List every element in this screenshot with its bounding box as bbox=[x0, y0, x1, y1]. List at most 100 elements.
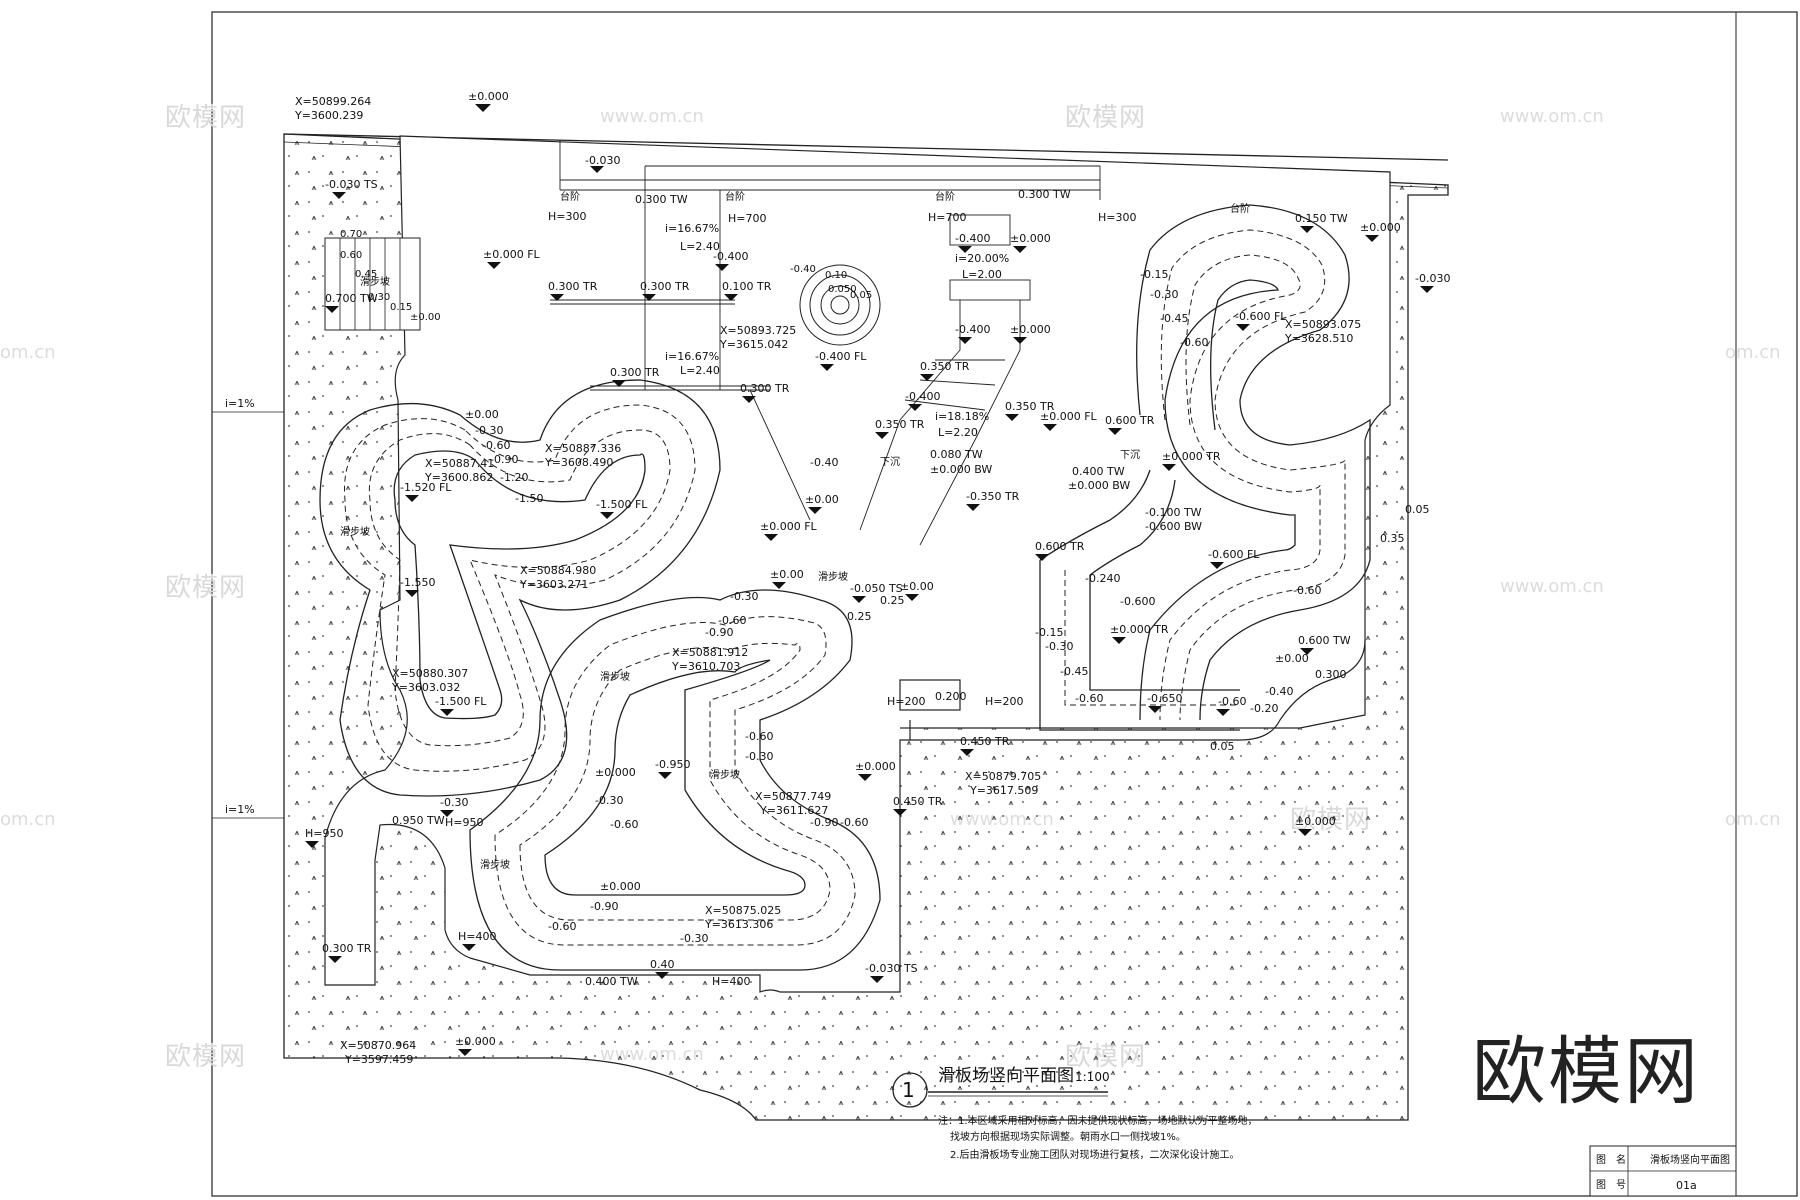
svg-text:下沉: 下沉 bbox=[880, 455, 900, 468]
svg-text:X=50884.980: X=50884.980 bbox=[520, 564, 596, 577]
svg-text:i=20.00%: i=20.00% bbox=[955, 252, 1009, 265]
right-snake-track bbox=[1039, 204, 1371, 731]
svg-text:H=300: H=300 bbox=[1098, 211, 1136, 224]
svg-text:±0.000 TR: ±0.000 TR bbox=[1110, 623, 1169, 636]
svg-text:台阶: 台阶 bbox=[725, 190, 745, 203]
svg-text:-0.30: -0.30 bbox=[680, 932, 708, 945]
svg-text:-0.240: -0.240 bbox=[1085, 572, 1120, 585]
svg-text:滑板场竖向平面图: 滑板场竖向平面图 bbox=[938, 1066, 1074, 1086]
svg-text:±0.000: ±0.000 bbox=[600, 880, 641, 893]
svg-text:0.300 TR: 0.300 TR bbox=[640, 280, 690, 293]
svg-text:±0.000 TR: ±0.000 TR bbox=[1162, 450, 1221, 463]
svg-text:±0.00: ±0.00 bbox=[900, 580, 934, 593]
svg-text:X=50879.705: X=50879.705 bbox=[965, 770, 1041, 783]
svg-text:-0.15: -0.15 bbox=[1140, 268, 1168, 281]
svg-text:i=16.67%: i=16.67% bbox=[665, 222, 719, 235]
svg-text:0.350 TR: 0.350 TR bbox=[920, 360, 970, 373]
svg-text:X=50877.749: X=50877.749 bbox=[755, 790, 831, 803]
svg-text:-0.030: -0.030 bbox=[585, 154, 620, 167]
svg-text:0.15: 0.15 bbox=[390, 302, 412, 313]
svg-text:H=950: H=950 bbox=[305, 827, 343, 840]
svg-text:Y=3628.510: Y=3628.510 bbox=[1284, 332, 1353, 345]
svg-text:L=2.40: L=2.40 bbox=[680, 240, 720, 253]
svg-text:欧模网: 欧模网 bbox=[1065, 103, 1146, 133]
svg-text:-0.30: -0.30 bbox=[595, 794, 623, 807]
svg-text:-1.500 FL: -1.500 FL bbox=[596, 498, 648, 511]
svg-text:-0.90: -0.90 bbox=[705, 626, 733, 639]
svg-text:台阶: 台阶 bbox=[935, 190, 955, 203]
feature-labels: 台阶 台阶 台阶 台阶 滑步坡 滑步坡 滑步坡 滑步坡 滑步坡 滑步坡 下沉 下… bbox=[340, 190, 1250, 871]
svg-text:0.150 TW: 0.150 TW bbox=[1295, 212, 1348, 225]
svg-text:L=2.00: L=2.00 bbox=[962, 268, 1002, 281]
svg-text:0.080 TW: 0.080 TW bbox=[930, 448, 983, 461]
svg-text:0.450 TR: 0.450 TR bbox=[893, 795, 943, 808]
svg-text:2.后由滑板场专业施工团队对现场进行复核，二次深化设计施工。: 2.后由滑板场专业施工团队对现场进行复核，二次深化设计施工。 bbox=[950, 1148, 1240, 1161]
svg-text:0.300 TW: 0.300 TW bbox=[635, 193, 688, 206]
svg-text:0.70: 0.70 bbox=[340, 229, 362, 240]
svg-text:-0.60: -0.60 bbox=[1218, 695, 1246, 708]
svg-text:Y=3608.490: Y=3608.490 bbox=[544, 456, 613, 469]
svg-text:Y=3610.703: Y=3610.703 bbox=[671, 660, 740, 673]
svg-text:www.om.cn: www.om.cn bbox=[600, 106, 704, 127]
svg-text:i=16.67%: i=16.67% bbox=[665, 350, 719, 363]
svg-text:0.60: 0.60 bbox=[340, 250, 362, 261]
svg-text:X=50875.025: X=50875.025 bbox=[705, 904, 781, 917]
svg-text:X=50887.336: X=50887.336 bbox=[545, 442, 621, 455]
svg-text:-0.400: -0.400 bbox=[955, 232, 990, 245]
svg-text:X=50893.075: X=50893.075 bbox=[1285, 318, 1361, 331]
svg-text:-0.40: -0.40 bbox=[790, 264, 816, 275]
svg-text:-0.20: -0.20 bbox=[1250, 702, 1278, 715]
svg-text:-0.600 BW: -0.600 BW bbox=[1145, 520, 1202, 533]
svg-text:X=50899.264: X=50899.264 bbox=[295, 95, 371, 108]
svg-text:±0.00: ±0.00 bbox=[1275, 652, 1309, 665]
svg-text:Y=3613.306: Y=3613.306 bbox=[704, 918, 773, 931]
svg-text:欧模网: 欧模网 bbox=[165, 573, 246, 603]
svg-text:Y=3617.509: Y=3617.509 bbox=[969, 784, 1038, 797]
svg-text:±0.00: ±0.00 bbox=[410, 312, 441, 323]
svg-text:±0.00: ±0.00 bbox=[465, 408, 499, 421]
svg-text:注：1.本区域采用相对标高，因未提供现状标高，场地默认为平整: 注：1.本区域采用相对标高，因未提供现状标高，场地默认为平整场地， bbox=[938, 1114, 1258, 1127]
brand-logo: 欧模网 bbox=[1472, 1029, 1700, 1115]
svg-text:-0.40: -0.40 bbox=[1265, 685, 1293, 698]
svg-text:-1.550: -1.550 bbox=[400, 576, 435, 589]
svg-text:-0.15: -0.15 bbox=[1035, 626, 1063, 639]
svg-text:0.100 TR: 0.100 TR bbox=[722, 280, 772, 293]
svg-text:0.35: 0.35 bbox=[1380, 532, 1405, 545]
svg-text:台阶: 台阶 bbox=[560, 190, 580, 203]
svg-text:0.400 TW: 0.400 TW bbox=[585, 975, 638, 988]
svg-text:-0.30: -0.30 bbox=[1150, 288, 1178, 301]
svg-text:-0.30: -0.30 bbox=[745, 750, 773, 763]
svg-text:图 名: 图 名 bbox=[1596, 1153, 1626, 1166]
upper-left-stair-lines bbox=[339, 238, 401, 330]
svg-text:0.25: 0.25 bbox=[880, 594, 905, 607]
svg-text:±0.00: ±0.00 bbox=[805, 493, 839, 506]
coordinate-labels: X=50899.264 Y=3600.239 X=50893.725 Y=361… bbox=[294, 95, 1361, 1066]
svg-text:±0.00: ±0.00 bbox=[770, 568, 804, 581]
svg-text:找坡方向根据现场实际调整。朝雨水口一侧找坡1%。: 找坡方向根据现场实际调整。朝雨水口一侧找坡1%。 bbox=[950, 1130, 1186, 1143]
svg-text:H=400: H=400 bbox=[712, 975, 750, 988]
svg-text:-0.600: -0.600 bbox=[1120, 595, 1155, 608]
svg-text:-0.30: -0.30 bbox=[730, 590, 758, 603]
svg-text:L=2.20: L=2.20 bbox=[938, 426, 978, 439]
svg-text:欧模网: 欧模网 bbox=[165, 103, 246, 133]
upper-left-stair-area bbox=[324, 237, 421, 331]
svg-text:-0.030: -0.030 bbox=[1415, 272, 1450, 285]
svg-text:0.25: 0.25 bbox=[847, 610, 872, 623]
svg-text:0.300 TR: 0.300 TR bbox=[740, 382, 790, 395]
svg-text:01a: 01a bbox=[1676, 1179, 1697, 1192]
svg-text:H=200: H=200 bbox=[985, 695, 1023, 708]
svg-text:L=2.40: L=2.40 bbox=[680, 364, 720, 377]
elevation-labels: ±0.000 -0.030 0.300 TW 0.300 TW H=300 H=… bbox=[305, 90, 1450, 1056]
slope-markers: i=1% i=1% bbox=[212, 397, 284, 819]
svg-text:om.cn: om.cn bbox=[1725, 809, 1781, 830]
svg-text:±0.000: ±0.000 bbox=[468, 90, 509, 103]
svg-text:-0.90: -0.90 bbox=[810, 816, 838, 829]
svg-text:±0.000 FL: ±0.000 FL bbox=[1040, 410, 1098, 423]
svg-text:滑步坡: 滑步坡 bbox=[340, 525, 370, 538]
svg-text:±0.000: ±0.000 bbox=[1010, 323, 1051, 336]
svg-text:±0.000 BW: ±0.000 BW bbox=[1068, 479, 1130, 492]
svg-text:-0.90: -0.90 bbox=[490, 453, 518, 466]
svg-text:H=700: H=700 bbox=[928, 211, 966, 224]
svg-text:-0.650: -0.650 bbox=[1147, 692, 1182, 705]
svg-text:X=50887.41: X=50887.41 bbox=[425, 457, 494, 470]
